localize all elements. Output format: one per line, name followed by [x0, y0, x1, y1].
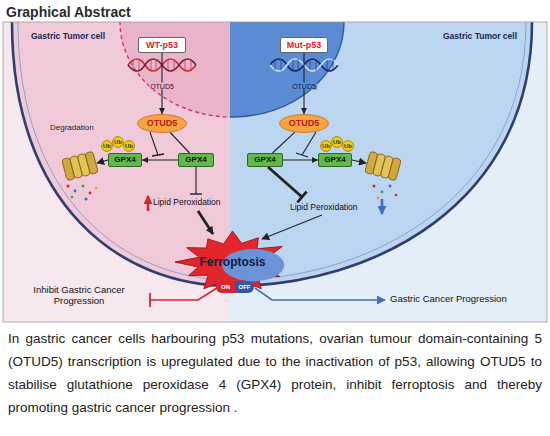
arrow-head [142, 157, 148, 163]
degradation-arrow [352, 160, 366, 163]
ubiquitin-circle: Ub [342, 140, 354, 152]
protein-box: GPX4 [247, 153, 283, 167]
gene-box: WT-p53 [138, 37, 186, 53]
activation-arrow [262, 215, 322, 239]
node-text: Ub [114, 139, 122, 145]
figure-frame [3, 22, 547, 322]
protein-box: GPX4 [318, 153, 352, 167]
protein-box: GPX4 [178, 153, 214, 167]
edge-label: OTUD5 [149, 82, 175, 89]
process-label: Lipid Peroxidation [153, 198, 221, 207]
switch-half [216, 281, 235, 293]
connector [170, 133, 189, 154]
node-text: GPX4 [324, 156, 345, 164]
connector-line [142, 159, 178, 160]
ubiquitin-circle: Ub [101, 140, 113, 152]
inhibition-bar [149, 293, 151, 307]
node-text: OFF [235, 281, 254, 293]
ubiquitin-circle: Ub [123, 140, 135, 152]
inhibition-line [150, 132, 316, 157]
node-text: Gastric Tumor cell [31, 31, 105, 41]
inhibition-line [150, 288, 217, 300]
figure-title: Graphical Abstract [6, 4, 131, 20]
peptide-fragments [66, 184, 97, 200]
outline-shape [343, 141, 354, 152]
cell-body-right [230, 22, 532, 286]
connector [283, 157, 318, 163]
outline-shape [102, 141, 113, 152]
protein-ellipse: OTUD5 [279, 114, 329, 133]
node-text: WT-p53 [146, 41, 178, 50]
figure-caption: In gastric cancer cells harbouring p53 m… [8, 327, 542, 419]
connector-line [283, 159, 318, 160]
edge-label: OTUD5 [291, 82, 317, 89]
nucleus-right [230, 22, 344, 117]
outline-shape [321, 141, 332, 152]
proteasome-symbol [62, 151, 99, 181]
arrow-head [301, 108, 307, 114]
cell-membrane [12, 22, 532, 286]
process-label: Degradation [50, 124, 94, 133]
outline-shape [113, 137, 124, 148]
ubiquitin-circle: Ub [320, 140, 332, 152]
connector [142, 157, 178, 163]
node-text: OTUD5 [289, 119, 320, 128]
outline-shape [332, 137, 343, 148]
node-text: Gastric Tumor cell [443, 31, 517, 41]
node-text: Ferroptosis [199, 256, 265, 268]
node-text: OTUD5 [147, 119, 178, 128]
node-text: GPX4 [185, 156, 206, 164]
decrease-arrow [381, 199, 384, 214]
outcome-label: Inhibit Gastric Cancer Progression [14, 284, 144, 306]
node-text: Mut-p53 [287, 41, 322, 50]
dna-helix [270, 59, 338, 71]
process-label: Lipid Peroxidation [290, 203, 358, 212]
protein-box: GPX4 [108, 153, 142, 167]
switch-half [235, 281, 254, 293]
node-text: ON [216, 281, 235, 293]
inhibition-line [190, 167, 307, 202]
node-text: Ub [322, 143, 330, 149]
outline-shape [138, 115, 187, 133]
peptide-fragments [373, 185, 398, 200]
node-text: Ub [333, 139, 341, 145]
node-text: GPX4 [114, 156, 135, 164]
outline-shape [124, 141, 135, 152]
connector [273, 132, 295, 153]
on-off-switch: ONOFF [216, 281, 254, 293]
arrow-head [312, 157, 318, 163]
ubiquitin-circle: Ub [112, 136, 124, 148]
proteasome-symbol [365, 151, 402, 181]
nucleus-left [120, 22, 230, 117]
node-text: GPX4 [254, 156, 275, 164]
protein-ellipse: OTUD5 [137, 114, 187, 133]
node-text: Ub [103, 143, 111, 149]
outline-shape [280, 115, 329, 133]
gene-box: Mut-p53 [280, 37, 328, 53]
activation-arrow [198, 211, 213, 234]
cell-region: Gastric Tumor cellWT-p53OTUD5UbUbUbGPX4G… [3, 22, 230, 322]
node-text: Ub [125, 143, 133, 149]
dna-helix [128, 59, 196, 71]
increase-arrow [147, 196, 150, 211]
arrow-head [159, 108, 165, 114]
node-text: Ub [344, 143, 352, 149]
connector-line [170, 133, 189, 154]
connector-line [273, 132, 295, 153]
degradation-arrow [97, 160, 108, 163]
outcome-label: Gastric Cancer Progression [390, 294, 507, 304]
activation-arrow [255, 288, 385, 300]
ubiquitin-circle: Ub [331, 136, 343, 148]
